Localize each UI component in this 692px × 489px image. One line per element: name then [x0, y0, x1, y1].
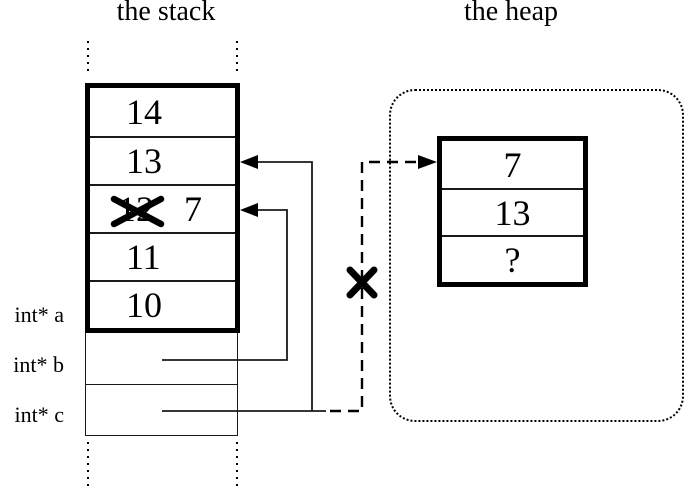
pointer-label-b: int* b	[13, 352, 64, 377]
stack-cell-old-value: 12	[118, 189, 154, 229]
stack-cell-value: 10	[126, 285, 162, 325]
stack-cell-12-crossed: 12 7	[90, 184, 235, 232]
heap-cell-7: 7	[442, 141, 583, 188]
stack-cell-value: 14	[126, 92, 162, 132]
heap-cell-unknown: ?	[442, 235, 583, 282]
heap-cell-value: ?	[504, 239, 521, 280]
arrowhead-left-c-icon	[240, 155, 258, 169]
pointer-slot-b	[86, 333, 237, 384]
stack-cell-14: 14	[90, 88, 235, 136]
stack-pointer-slots	[85, 333, 238, 436]
severed-pointer-x-icon	[346, 266, 378, 299]
arrowhead-left-b-icon	[240, 203, 258, 217]
pointer-slot-c	[86, 383, 237, 436]
heap-cell-value: 7	[503, 144, 522, 185]
stack-cell-new-value: 7	[184, 189, 202, 229]
stack-cell-value: 11	[126, 237, 161, 277]
stack-cell-13: 13	[90, 136, 235, 184]
heap-block-box: 7 13 ?	[437, 136, 588, 287]
stack-cell-11: 11	[90, 232, 235, 280]
stack-title: the stack	[116, 0, 216, 27]
pointer-label-a: int* a	[14, 302, 65, 327]
heap-cell-13: 13	[442, 188, 583, 235]
pointer-label-c: int* c	[14, 402, 65, 427]
stack-cell-value: 13	[126, 141, 162, 181]
heap-title: the heap	[463, 0, 559, 27]
stack-cell-10: 10	[90, 280, 235, 328]
stack-frame-box: 14 13 12 7 11 10	[85, 83, 240, 333]
heap-cell-value: 13	[494, 192, 531, 233]
